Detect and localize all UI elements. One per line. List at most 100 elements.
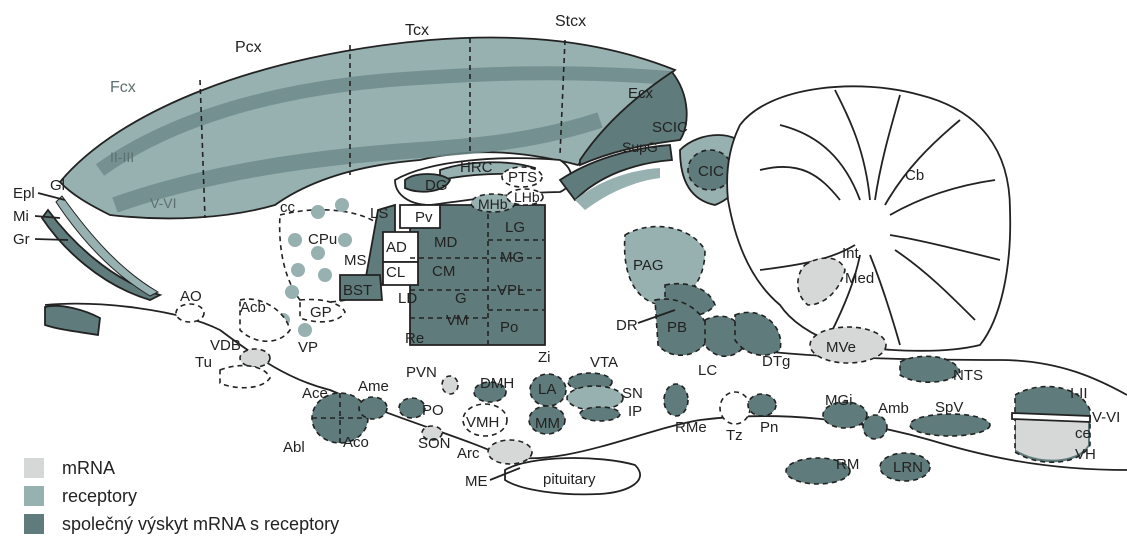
olfactory-accessory [45,306,100,335]
label-rm: RM [836,456,859,473]
label-ace: Ace [302,385,328,402]
label-ad: AD [386,239,407,256]
vdb-region [240,349,270,367]
label-scic: SCIC [652,119,688,136]
legend-label-receptors: receptory [62,486,137,507]
label-mve: MVe [826,339,856,356]
legend-item-receptors: receptory [24,482,339,510]
label-ms: MS [344,252,367,269]
rme-region [664,384,688,416]
label-gp: GP [310,304,332,321]
label-sc-ce: ce [1075,425,1091,442]
label-lg: LG [505,219,525,236]
label-la: LA [538,381,556,398]
label-pv: Pv [415,209,433,226]
label-tu: Tu [195,354,212,371]
label-zi: Zi [538,349,551,366]
label-cpu: CPu [308,231,337,248]
label-cm: CM [432,263,455,280]
label-pcx: Pcx [235,39,262,56]
label-gl: Gl [50,177,65,194]
arc-region [488,440,532,464]
label-pb: PB [667,319,687,336]
ame-region [359,397,387,419]
label-amb: Amb [878,400,909,417]
label-aco: Aco [343,434,369,451]
cpu-dot [311,246,325,260]
legend-swatch-receptors [24,486,44,506]
label-po-hyp: PO [422,402,444,419]
label-ip: IP [628,403,642,420]
label-pvn: PVN [406,364,437,381]
legend-item-mrna: mRNA [24,454,339,482]
label-gr: Gr [13,231,30,248]
label-mi: Mi [13,208,29,225]
legend-swatch-mrna [24,458,44,478]
cerebellum: Cb Int Med [727,86,1010,350]
label-tcx: Tcx [405,22,429,39]
basal-forebrain: cc LS CPu MS BST GP VP Acb AO VDB Tu [176,198,395,388]
label-lc: LC [698,362,717,379]
cpu-dot [285,285,299,299]
amb-region [863,415,887,439]
ao-region [176,304,204,322]
label-vta: VTA [590,354,618,371]
label-dg: DG [425,177,448,194]
label-cl: CL [386,264,405,281]
label-g: G [455,290,467,307]
label-ao: AO [180,288,202,305]
label-pn: Pn [760,419,778,436]
cpu-dot [318,268,332,282]
label-vp: VP [298,339,318,356]
label-po: Po [500,319,518,336]
label-mgi: MGi [825,392,853,409]
tu-region [220,366,270,388]
label-mhb: MHb [478,196,508,212]
label-epl: Epl [13,185,35,202]
label-ecx: Ecx [628,85,654,102]
label-med: Med [845,270,874,287]
label-bst: BST [343,282,372,299]
label-lrn: LRN [893,459,923,476]
label-md: MD [434,234,457,251]
cpu-dot [335,198,349,212]
ip-region [580,407,620,421]
label-ls: LS [370,205,388,222]
label-me: ME [465,473,488,490]
label-lhb: LHb [514,189,540,205]
label-vm: VM [446,312,469,329]
label-pag: PAG [633,257,664,274]
label-spv: SpV [935,399,963,416]
cpu-dot [338,233,352,247]
cerebellum-outline [727,86,1010,350]
label-rme: RMe [675,419,707,436]
label-fcx: Fcx [110,79,136,96]
label-ld: LD [398,290,417,307]
spv-region [910,414,990,436]
cortex: Fcx Pcx Tcx Stcx Ecx II-III V-VI [60,13,687,218]
cpu-dot [311,205,325,219]
label-son: SON [418,435,451,452]
label-hrc: HRC [460,159,493,176]
label-ame: Ame [358,378,389,395]
leader-gr [35,239,68,240]
legend-label-both: společný výskyt mRNA s receptory [62,514,339,535]
label-mm: MM [535,415,560,432]
legend-label-mrna: mRNA [62,458,115,479]
legend: mRNA receptory společný výskyt mRNA s re… [24,454,339,538]
cpu-dot [288,233,302,247]
label-dtg: DTg [762,353,790,370]
tz-region [720,392,750,424]
label-dmh: DMH [480,375,514,392]
spinal-cord: I-II V-VI ce VH [1012,385,1120,463]
label-sc-i-ii: I-II [1070,385,1088,402]
label-pituitary: pituitary [543,471,596,488]
label-vmh: VMH [466,414,499,431]
label-vdb: VDB [210,337,241,354]
label-sc-v-vi: V-VI [1092,409,1120,426]
label-tz: Tz [726,427,743,444]
label-sn: SN [622,385,643,402]
label-cb: Cb [905,167,924,184]
sn-region [567,386,623,410]
leader-mi [35,216,60,218]
